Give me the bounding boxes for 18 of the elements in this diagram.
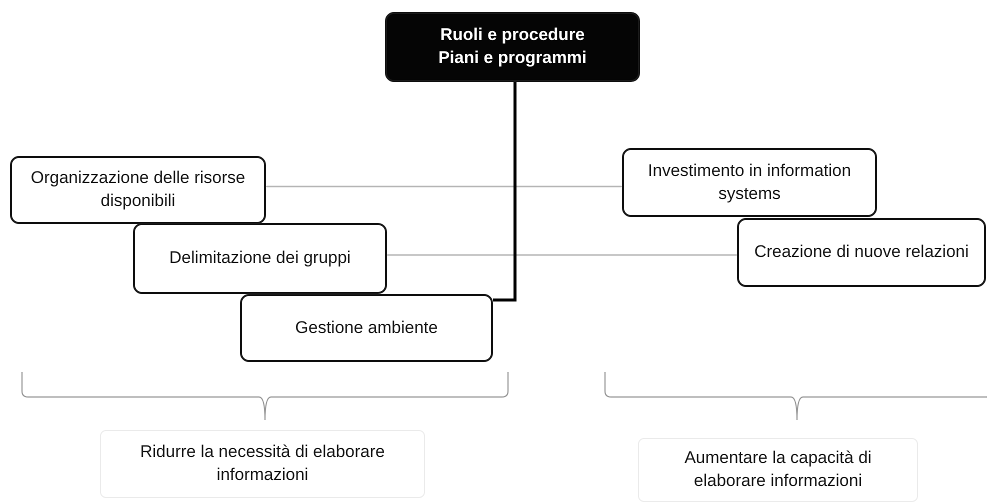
box-label: Ridurre la necessità di elaborare informazioni (139, 441, 386, 486)
connector-line (387, 254, 737, 256)
connector-line (493, 82, 516, 302)
box-label: Aumentare la capacità di elaborare informazioni (683, 447, 873, 492)
box-label: Ruoli e procedure (440, 24, 585, 46)
header-box (385, 12, 640, 82)
box-label: Organizzazione delle risorse disponibili (30, 167, 246, 212)
box-label: Creazione di nuove relazioni (754, 241, 969, 264)
box-label: Gestione ambiente (295, 316, 438, 339)
process-box (737, 218, 986, 287)
box-label: Piani e programmi (438, 47, 587, 69)
process-box (622, 148, 877, 217)
process-box (240, 294, 493, 362)
process-box (10, 156, 266, 224)
process-box (133, 223, 387, 294)
connector-line (266, 186, 622, 188)
box-label: Investimento in information systems (646, 160, 852, 204)
box-label: Delimitazione dei gruppi (169, 247, 351, 270)
